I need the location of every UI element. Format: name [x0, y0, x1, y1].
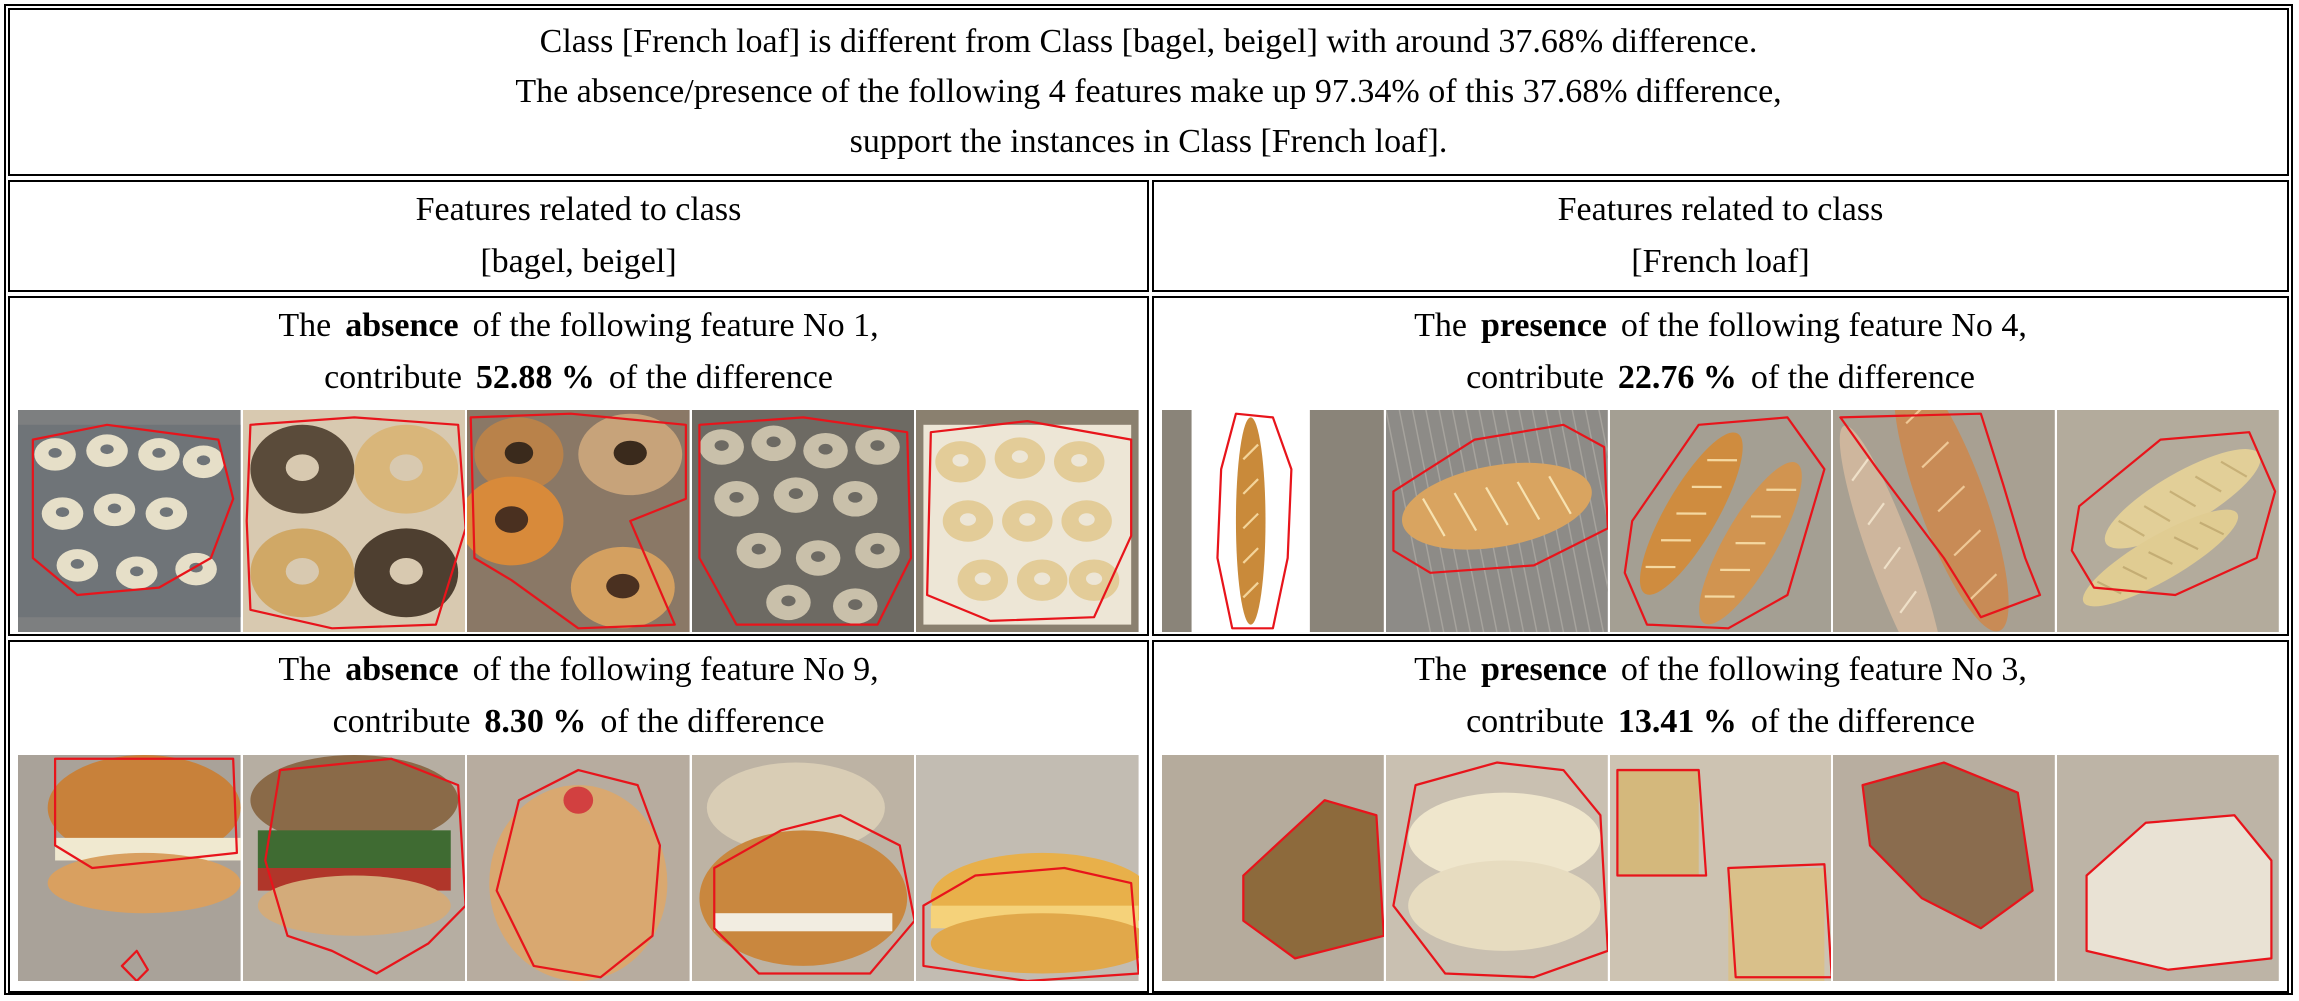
feature-caption: The presence of the following feature No 3… [1154, 642, 2287, 748]
feature-caption: The absence of the following feature No 1,… [10, 298, 1147, 404]
caption-kind: presence [1480, 651, 1607, 688]
caption-kind: absence [345, 307, 459, 344]
caption-feature: of the following feature No 1, [472, 307, 879, 344]
feature-cell-r2-left: The absence of the following feature No 9,… [8, 640, 1149, 993]
image-strip [1162, 410, 2279, 632]
feature-cell-r1-left: The absence of the following feature No 1,… [8, 296, 1149, 636]
loaves-on-cloth-thumbnail [2057, 410, 2279, 632]
feature-cell-r2-right: The presence of the following feature No 3… [1152, 640, 2289, 993]
caption-percent: 13.41 % [1617, 703, 1737, 740]
bagel-cream-cheese-thumbnail [691, 755, 915, 981]
dark-bread-cut-thumbnail [1833, 755, 2056, 981]
caption-contribute: contribute [332, 703, 471, 740]
bun-sandwich-thumbnail [916, 755, 1139, 981]
sesame-bagel-sandwich-thumbnail [242, 755, 466, 981]
caption-percent: 8.30 % [484, 703, 587, 740]
summary-line-1: Class [French loaf] is different from Cl… [539, 23, 1758, 60]
everything-bagels-thumbnail [242, 410, 466, 632]
column-header-line-1: Features related to class [1557, 191, 1884, 228]
bagel-stack-thumbnail [467, 410, 690, 632]
caption-the: The [278, 651, 332, 688]
bagel-sandwich-thumbnail [18, 755, 241, 981]
column-header-bagel: Features related to class [bagel, beigel… [8, 180, 1149, 292]
caption-percent: 52.88 % [475, 359, 595, 396]
caption-kind: presence [1480, 307, 1607, 344]
summary-line-3: support the instances in Class [French l… [849, 123, 1448, 160]
caption-the: The [278, 307, 332, 344]
sesame-bagel-hand-thumbnail [467, 755, 690, 981]
loaf-on-rack-thumbnail [1385, 410, 1608, 632]
caption-contribute: contribute [1466, 703, 1604, 740]
image-strip [18, 410, 1139, 632]
image-strip [18, 755, 1139, 981]
caption-contribute: contribute [324, 359, 462, 396]
bagel-dough-tray-thumbnail [18, 410, 241, 632]
caption-kind: absence [345, 651, 459, 688]
summary-line-2: The absence/presence of the following 4 … [515, 73, 1782, 110]
caption-difference: of the difference [608, 359, 833, 396]
feature-caption: The absence of the following feature No 9,… [10, 642, 1147, 748]
column-header-line-2: [French loaf] [1631, 243, 1810, 280]
baguettes-closeup-thumbnail [1833, 410, 2056, 632]
caption-difference: of the difference [600, 703, 825, 740]
caption-difference: of the difference [1750, 703, 1975, 740]
caption-feature: of the following feature No 3, [1620, 651, 2027, 688]
caption-contribute: contribute [1466, 359, 1604, 396]
raw-bagels-tray-thumbnail [916, 410, 1139, 632]
bread-crumb-thumbnail [1162, 755, 1384, 981]
two-loaves-thumbnail [1609, 410, 1832, 632]
caption-feature: of the following feature No 9, [472, 651, 879, 688]
caption-difference: of the difference [1750, 359, 1975, 396]
summary-header: Class [French loaf] is different from Cl… [8, 8, 2289, 176]
feature-cell-r1-right: The presence of the following feature No 4… [1152, 296, 2289, 636]
column-header-line-1: Features related to class [415, 191, 742, 228]
caption-feature: of the following feature No 4, [1620, 307, 2027, 344]
image-strip [1162, 755, 2279, 981]
caption-percent: 22.76 % [1617, 359, 1737, 396]
bread-slices-thumbnail [1609, 755, 1832, 981]
baked-bagels-tray-thumbnail [691, 410, 915, 632]
column-header-line-2: [bagel, beigel] [480, 243, 677, 280]
feature-caption: The presence of the following feature No 4… [1154, 298, 2287, 404]
column-header-french-loaf: Features related to class [French loaf] [1152, 180, 2289, 292]
sliced-loaf-thumbnail [1385, 755, 1608, 981]
single-baguette-thumbnail [1162, 410, 1384, 632]
white-bread-crumb-thumbnail [2057, 755, 2279, 981]
caption-the: The [1414, 651, 1467, 688]
caption-the: The [1414, 307, 1467, 344]
explanation-table [4, 4, 2293, 995]
